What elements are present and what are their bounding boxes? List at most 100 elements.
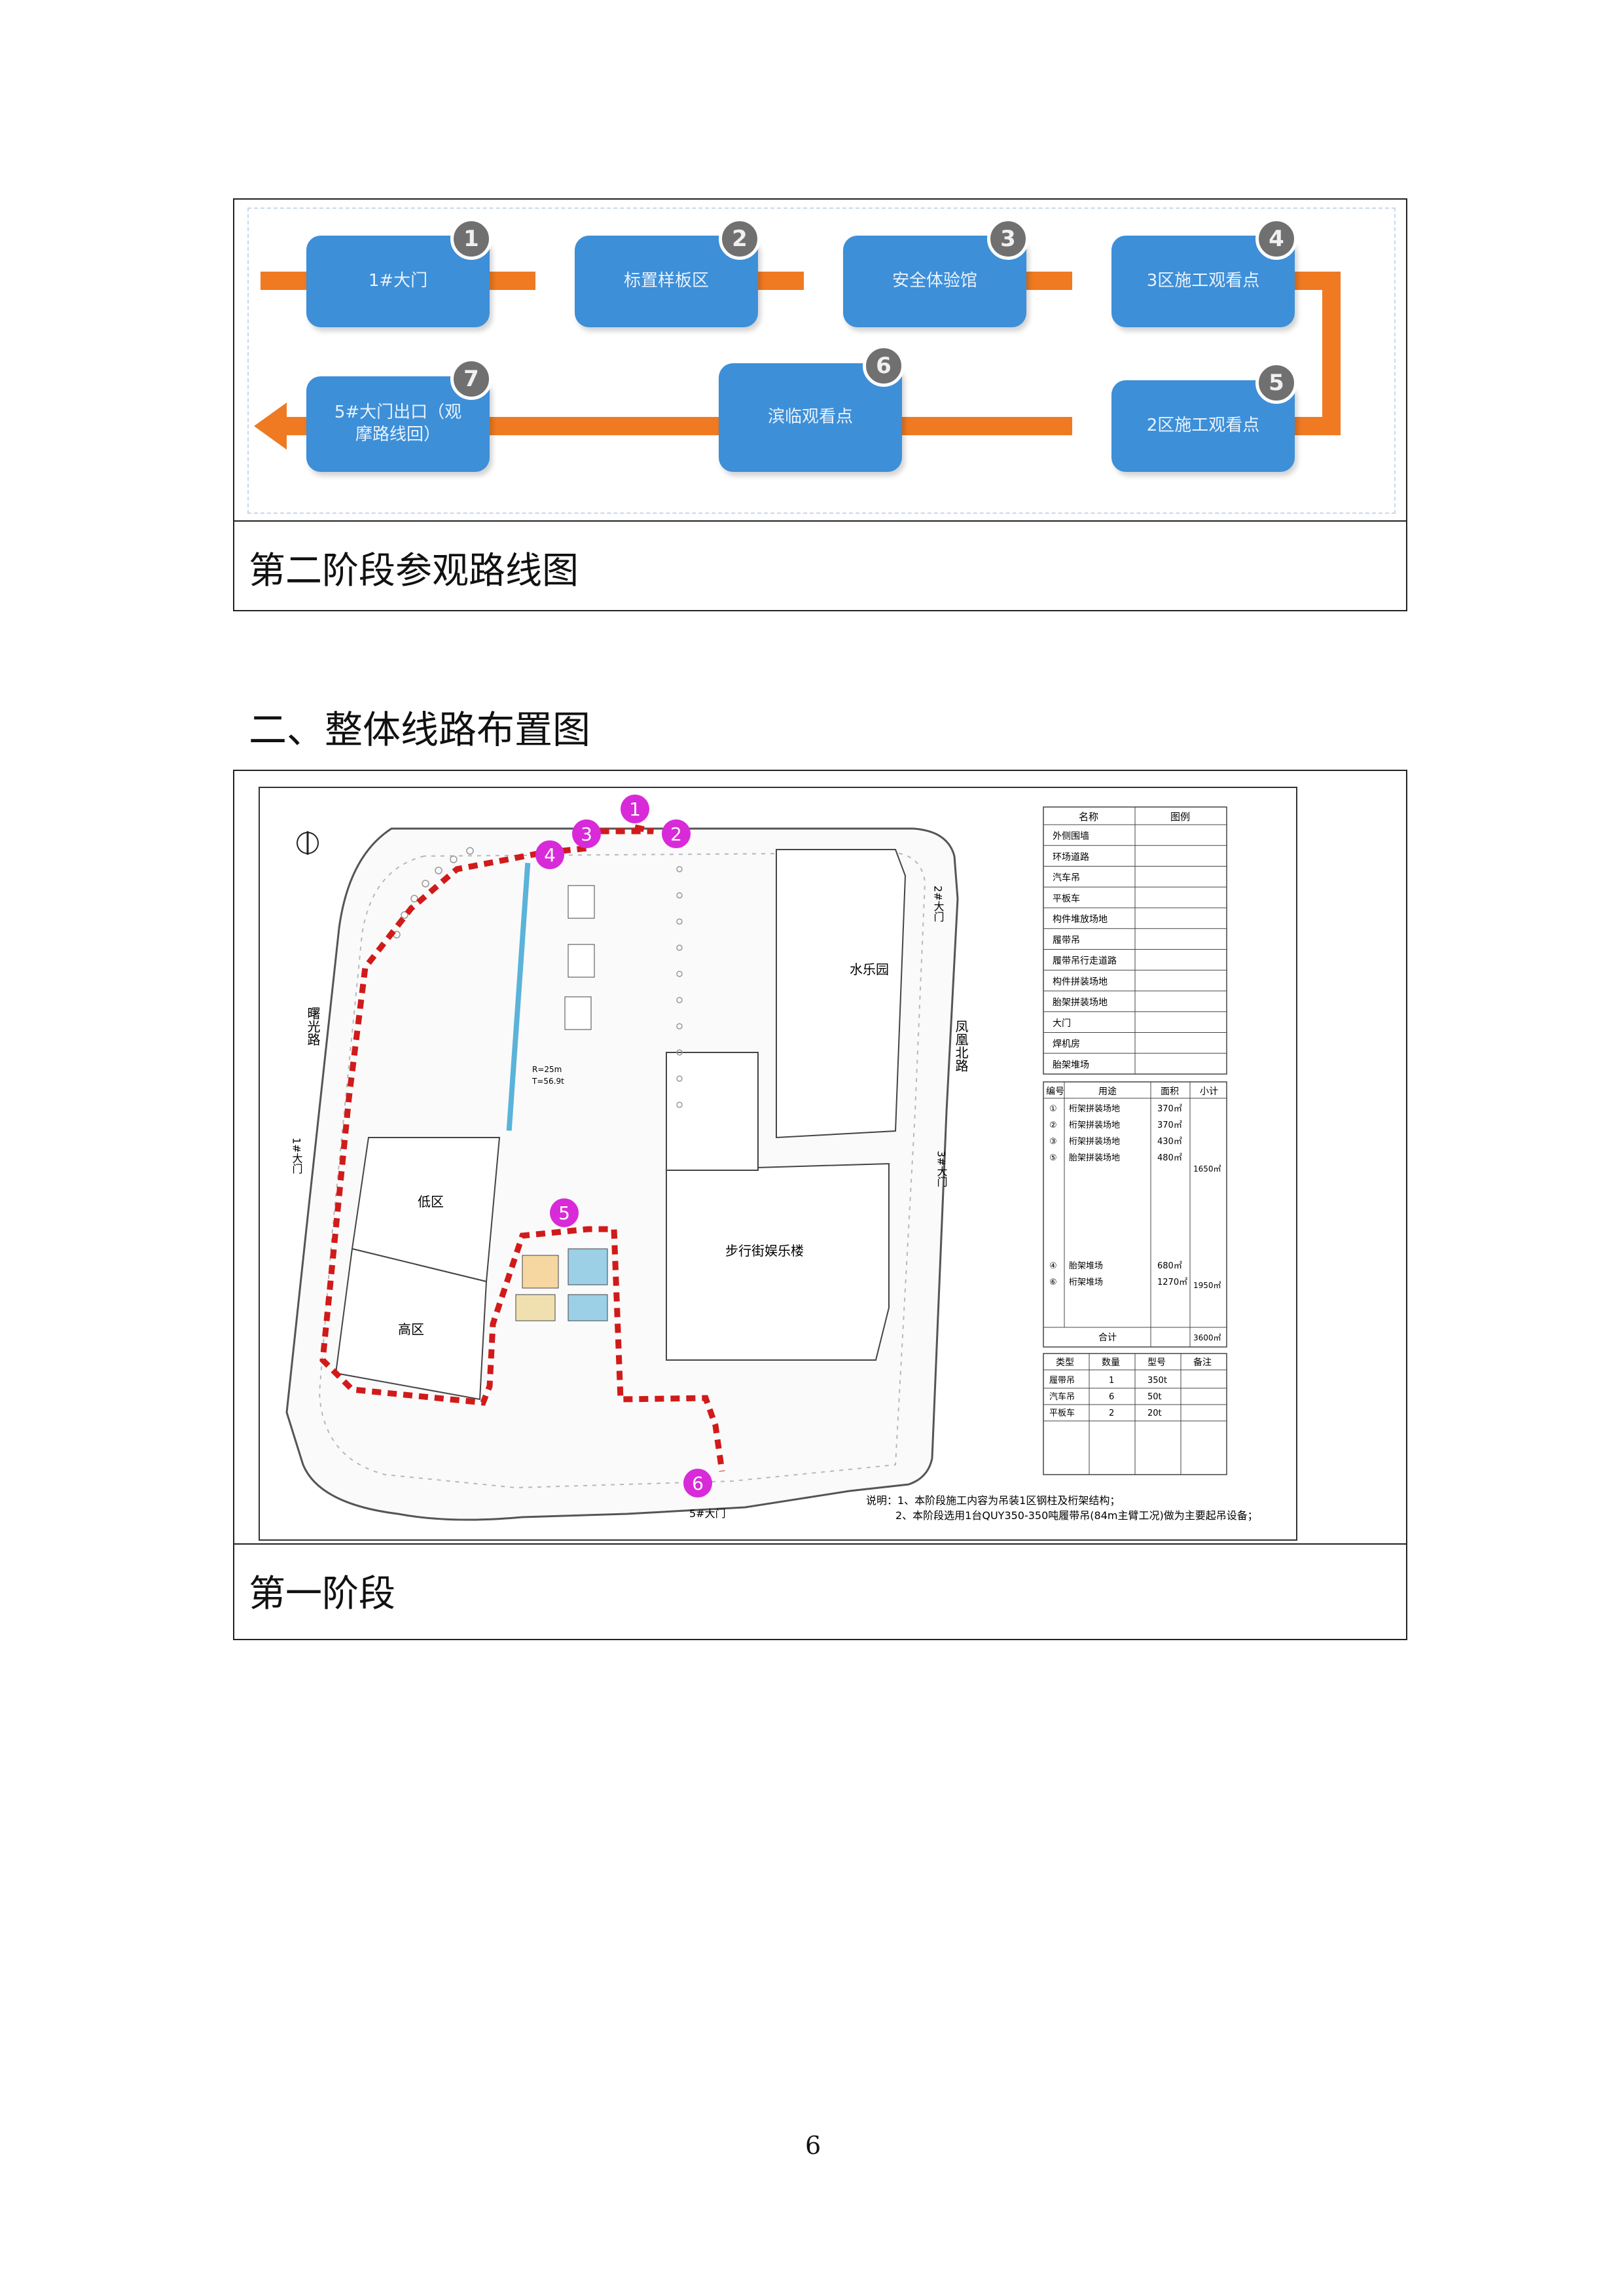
flow-arrow	[450, 417, 719, 435]
high-zone	[334, 1247, 488, 1401]
equip-row-type: 履带吊	[1049, 1376, 1075, 1386]
legend-row-label: 环场道路	[1053, 852, 1089, 863]
flow-arrowhead-icon	[254, 403, 287, 450]
site-plan-drawing: 1 2 3 4 5 6 水乐园 步行街娱乐楼 低区 高区 曙光路 凤凰北路 1#…	[259, 787, 1297, 1541]
svg-text:2: 2	[670, 823, 682, 845]
area-row-no: ④	[1049, 1261, 1057, 1271]
flow-step-badge: 6	[863, 345, 905, 387]
flow-step-badge: 2	[719, 218, 761, 260]
area-row-area: 370㎡	[1157, 1104, 1182, 1114]
flow-arrow	[902, 417, 1072, 435]
svg-text:编号: 编号	[1046, 1086, 1064, 1097]
site-plan-figure: 1 2 3 4 5 6 水乐园 步行街娱乐楼 低区 高区 曙光路 凤凰北路 1#…	[233, 770, 1407, 1640]
area-row-area: 680㎡	[1157, 1261, 1182, 1271]
area-row-use: 桁架堆场	[1069, 1278, 1103, 1287]
legend-row-label: 焊机房	[1053, 1039, 1080, 1050]
area-row-no: ⑤	[1049, 1153, 1057, 1163]
north-gate-label: 2#大门	[932, 886, 945, 923]
legend-row-label: 外侧围墙	[1053, 831, 1089, 842]
flow-arrow	[1322, 272, 1341, 435]
svg-text:合计: 合计	[1098, 1333, 1117, 1343]
plan-note: 2、本阶段选用1台QUY350-350吨履带吊(84m主臂工况)做为主要起吊设备…	[895, 1509, 1258, 1522]
high-zone-label: 高区	[398, 1321, 424, 1337]
equip-row-qty: 1	[1109, 1376, 1114, 1386]
equip-row-model: 350t	[1147, 1376, 1167, 1386]
route-marker-2: 2	[662, 819, 691, 848]
legend-row-label: 构件拼装场地	[1053, 977, 1108, 987]
svg-text:数量: 数量	[1102, 1357, 1120, 1368]
svg-text:型号: 型号	[1147, 1357, 1166, 1368]
flow-arrow	[261, 272, 306, 290]
route-marker-3: 3	[572, 819, 601, 848]
area-table: 编号 用途 面积 小计 1650㎡ 1950㎡ 合计 3600㎡	[1043, 1081, 1227, 1348]
equip-row-qty: 6	[1109, 1392, 1114, 1402]
svg-text:小计: 小计	[1200, 1086, 1218, 1097]
ring-road	[318, 852, 926, 1489]
low-zone-label: 低区	[418, 1194, 444, 1210]
area-row-no: ①	[1049, 1104, 1057, 1114]
svg-text:名称: 名称	[1079, 811, 1098, 823]
legend-row-label: 平板车	[1053, 893, 1080, 904]
svg-text:4: 4	[544, 844, 556, 866]
crane-spec-label: R=25m	[532, 1065, 562, 1074]
mall-building	[666, 1162, 890, 1361]
legend-row-label: 履带吊	[1053, 935, 1080, 946]
svg-text:用途: 用途	[1098, 1086, 1117, 1097]
equip-row-model: 20t	[1147, 1408, 1162, 1418]
east-gate-label: 3#大门	[935, 1151, 948, 1188]
legend-row-label: 汽车吊	[1053, 872, 1080, 884]
area-row-area: 430㎡	[1157, 1137, 1182, 1147]
area-row-use: 桁架拼装场地	[1069, 1121, 1120, 1130]
caption-divider	[234, 1543, 1406, 1545]
svg-text:备注: 备注	[1193, 1357, 1212, 1368]
svg-text:1650㎡: 1650㎡	[1193, 1164, 1221, 1174]
legend-row-label: 胎架拼装场地	[1053, 997, 1108, 1008]
west-road-label: 曙光路	[305, 1007, 321, 1046]
crane-spec-label: T=56.9t	[532, 1077, 564, 1086]
equipment-table: 类型 数量 型号 备注	[1043, 1353, 1227, 1475]
area-row-use: 桁架拼装场地	[1069, 1137, 1120, 1147]
route-marker-6: 6	[683, 1469, 712, 1498]
legend-row-label: 胎架堆场	[1053, 1060, 1089, 1070]
svg-text:6: 6	[692, 1473, 704, 1494]
area-row-no: ⑥	[1049, 1278, 1057, 1287]
svg-text:3: 3	[581, 823, 592, 845]
equip-row-model: 50t	[1147, 1392, 1162, 1402]
area-row-use: 胎架拼装场地	[1069, 1153, 1120, 1163]
area-row-no: ②	[1049, 1121, 1057, 1130]
plan-note: 说明：1、本阶段施工内容为吊装1区钢柱及桁架结构；	[866, 1494, 1120, 1507]
east-road-label: 凤凰北路	[953, 1020, 969, 1072]
route-marker-4: 4	[535, 840, 564, 869]
equip-row-type: 平板车	[1049, 1408, 1075, 1418]
area-row-area: 370㎡	[1157, 1121, 1182, 1130]
area-row-area: 1270㎡	[1157, 1278, 1187, 1287]
caption-divider	[234, 520, 1406, 522]
water-park-building	[776, 849, 907, 1139]
route-marker-1: 1	[621, 795, 649, 823]
area-row-use: 桁架拼装场地	[1069, 1104, 1120, 1114]
page-number: 6	[805, 2131, 821, 2160]
flowchart-inner-border	[247, 207, 1396, 514]
svg-text:3600㎡: 3600㎡	[1193, 1333, 1221, 1342]
area-row-no: ③	[1049, 1137, 1057, 1147]
west-gate-label: 1#大门	[291, 1138, 303, 1175]
legend-row-label: 履带吊行走道路	[1053, 956, 1117, 967]
water-park-label: 水乐园	[850, 961, 889, 977]
flowchart-caption: 第二阶段参观路线图	[249, 550, 579, 592]
svg-text:5: 5	[558, 1202, 570, 1224]
svg-text:图例: 图例	[1170, 811, 1190, 823]
crane-track	[506, 863, 531, 1131]
flow-step-badge: 3	[987, 218, 1029, 260]
svg-text:面积: 面积	[1161, 1086, 1179, 1097]
flow-step-badge: 4	[1255, 218, 1297, 260]
area-row-area: 480㎡	[1157, 1153, 1182, 1163]
svg-text:类型: 类型	[1056, 1357, 1074, 1368]
mall-label: 步行街娱乐楼	[725, 1243, 804, 1259]
equip-row-qty: 2	[1109, 1408, 1114, 1418]
flow-step-badge: 5	[1255, 362, 1297, 404]
area-row-use: 胎架堆场	[1069, 1261, 1103, 1271]
section-heading: 二、整体线路布置图	[249, 708, 591, 752]
flow-step-badge: 7	[450, 358, 492, 400]
svg-text:1950㎡: 1950㎡	[1193, 1281, 1221, 1290]
route-marker-5: 5	[550, 1198, 579, 1227]
